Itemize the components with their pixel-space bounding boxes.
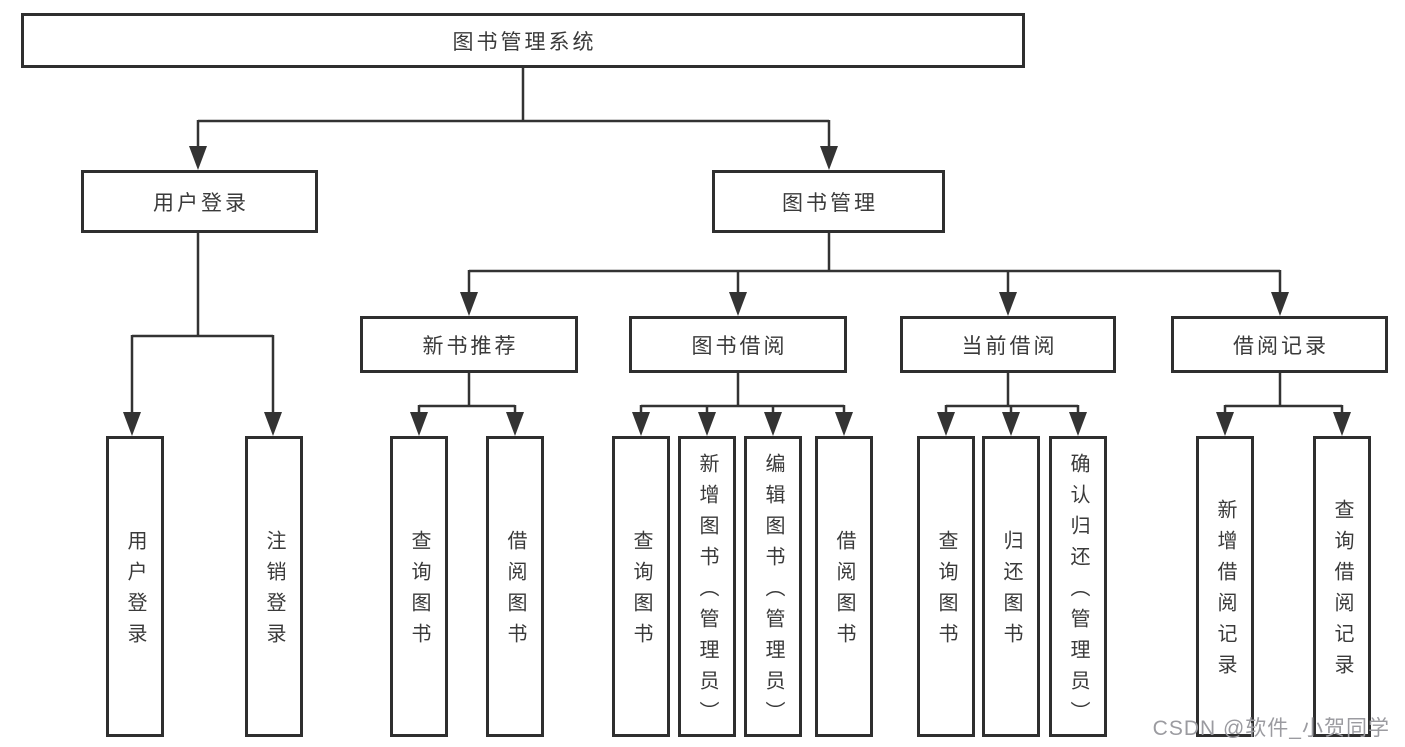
leaf-query-books: 查询图书 — [612, 436, 670, 737]
arrowhead-icon — [1333, 412, 1351, 436]
arrowhead-icon — [632, 412, 650, 436]
arrowhead-icon — [189, 146, 207, 170]
arrowhead-icon — [123, 412, 141, 436]
node-label: 图书借阅 — [691, 334, 788, 358]
connector-root — [189, 68, 838, 170]
leaf-label: 借阅图书 — [504, 530, 526, 654]
leaf-borrow-books: 借阅图书 — [486, 436, 544, 737]
leaf-label: 查询图书 — [630, 530, 652, 654]
node-label: 图书管理 — [782, 191, 878, 215]
node-label: 用户登录 — [153, 191, 249, 215]
arrowhead-icon — [506, 412, 524, 436]
node-borrow-records: 借阅记录 — [1171, 316, 1388, 373]
connector-borrow-records — [1216, 372, 1351, 436]
connector-book-management — [460, 232, 1289, 316]
node-book-management: 图书管理 — [712, 170, 945, 233]
arrowhead-icon — [937, 412, 955, 436]
leaf-label: 新增图书（管理员） — [696, 452, 718, 732]
leaf-label: 归还图书 — [1000, 530, 1022, 654]
leaf-label: 查询图书 — [935, 530, 957, 654]
arrowhead-icon — [698, 412, 716, 436]
arrowhead-icon — [999, 292, 1017, 316]
leaf-label: 新增借阅记录 — [1214, 499, 1236, 685]
arrowhead-icon — [835, 412, 853, 436]
connector-user-login — [123, 232, 282, 436]
leaf-user-login: 用户登录 — [106, 436, 164, 737]
arrowhead-icon — [460, 292, 478, 316]
node-label: 当前借阅 — [961, 334, 1058, 358]
leaf-borrow-books: 借阅图书 — [815, 436, 873, 737]
connector-book-borrow — [632, 372, 853, 436]
leaf-query-books: 查询图书 — [390, 436, 448, 737]
leaf-query-books: 查询图书 — [917, 436, 975, 737]
arrowhead-icon — [1002, 412, 1020, 436]
leaf-confirm-return-admin: 确认归还（管理员） — [1049, 436, 1107, 737]
node-user-login: 用户登录 — [81, 170, 318, 233]
arrowhead-icon — [1216, 412, 1234, 436]
node-new-book-recommend: 新书推荐 — [360, 316, 578, 373]
arrowhead-icon — [410, 412, 428, 436]
leaf-label: 用户登录 — [124, 530, 146, 654]
arrowhead-icon — [820, 146, 838, 170]
leaf-label: 确认归还（管理员） — [1067, 452, 1089, 732]
arrowhead-icon — [729, 292, 747, 316]
leaf-label: 查询借阅记录 — [1331, 499, 1353, 685]
node-label: 图书管理系统 — [452, 30, 597, 54]
arrowhead-icon — [1271, 292, 1289, 316]
csdn-watermark: CSDN @软件_小贺同学 — [1152, 717, 1390, 740]
arrowhead-icon — [1069, 412, 1087, 436]
arrowhead-icon — [764, 412, 782, 436]
arrowhead-icon — [264, 412, 282, 436]
node-label: 借阅记录 — [1233, 334, 1329, 358]
node-current-borrow: 当前借阅 — [900, 316, 1116, 373]
node-root-system: 图书管理系统 — [21, 13, 1025, 68]
connector-new-book-recommend — [410, 372, 524, 436]
node-book-borrow: 图书借阅 — [629, 316, 847, 373]
node-label: 新书推荐 — [422, 334, 519, 358]
leaf-query-borrow-record: 查询借阅记录 — [1313, 436, 1371, 737]
leaf-add-borrow-record: 新增借阅记录 — [1196, 436, 1254, 737]
leaf-label: 编辑图书（管理员） — [762, 452, 784, 732]
leaf-add-books-admin: 新增图书（管理员） — [678, 436, 736, 737]
leaf-label: 借阅图书 — [833, 530, 855, 654]
leaf-label: 注销登录 — [263, 530, 285, 654]
leaf-return-books: 归还图书 — [982, 436, 1040, 737]
leaf-logout: 注销登录 — [245, 436, 303, 737]
leaf-label: 查询图书 — [408, 530, 430, 654]
leaf-edit-books-admin: 编辑图书（管理员） — [744, 436, 802, 737]
connector-current-borrow — [937, 372, 1087, 436]
